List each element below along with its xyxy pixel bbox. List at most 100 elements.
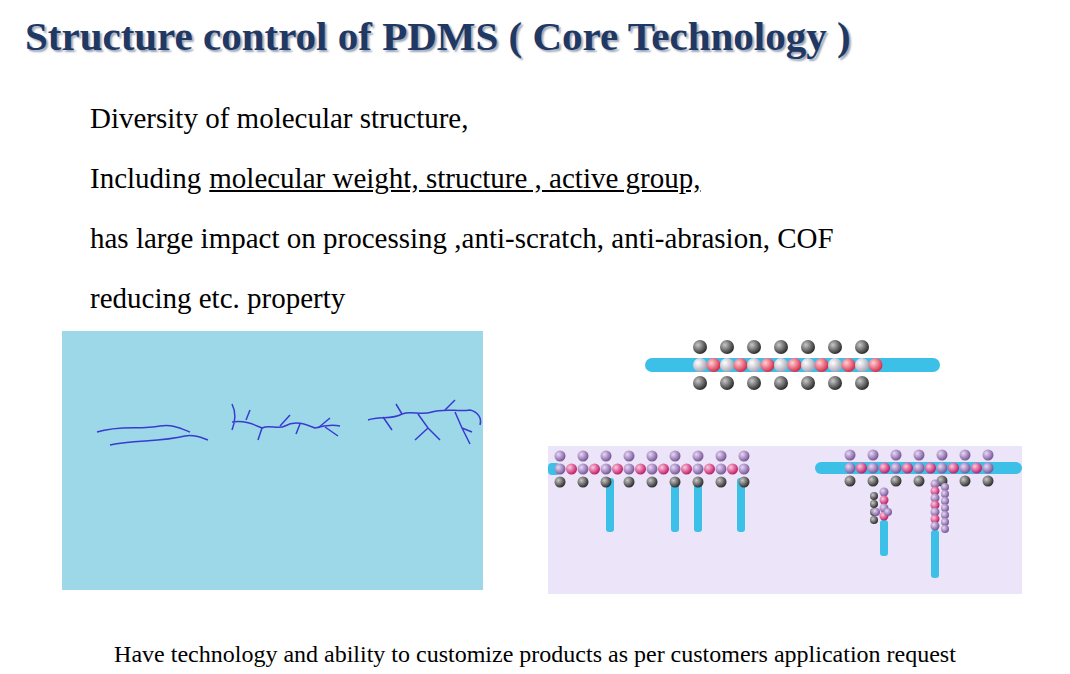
atom: [941, 518, 949, 526]
atom: [801, 358, 815, 372]
atom: [747, 376, 761, 390]
atom: [578, 464, 589, 475]
atom: [815, 358, 829, 372]
atom: [941, 490, 949, 498]
atom: [880, 488, 889, 497]
atom: [774, 358, 788, 372]
atom: [884, 508, 892, 516]
atom: [937, 463, 948, 474]
body-line: Diversity of molecular structure,: [90, 102, 469, 135]
atom: [647, 451, 658, 462]
atom: [693, 464, 704, 475]
atom: [707, 358, 721, 372]
atom: [870, 492, 878, 500]
atom: [555, 477, 566, 488]
atom: [914, 476, 925, 487]
atom: [868, 463, 879, 474]
atom: [941, 504, 949, 512]
atom: [828, 340, 842, 354]
atom: [931, 522, 940, 531]
body-line: has large impact on processing ,anti-scr…: [90, 222, 834, 255]
atom: [842, 358, 856, 372]
atom: [739, 451, 750, 462]
atom: [720, 376, 734, 390]
atom: [739, 477, 750, 488]
atom: [925, 463, 936, 474]
atom: [879, 463, 890, 474]
atom: [960, 450, 971, 461]
atom: [855, 358, 869, 372]
atom: [891, 476, 902, 487]
atom: [670, 477, 681, 488]
atom: [612, 464, 623, 475]
body-text: Including: [90, 162, 201, 194]
caption: Have technology and ability to customize…: [114, 641, 956, 668]
atom: [941, 511, 949, 519]
atom: [601, 477, 612, 488]
atom: [774, 340, 788, 354]
atom: [902, 463, 913, 474]
atom: [914, 450, 925, 461]
atom: [693, 451, 704, 462]
body-line: reducing etc. property: [90, 282, 345, 315]
atom: [635, 464, 646, 475]
atom: [941, 525, 949, 533]
chain-sketch: [97, 400, 481, 445]
atom: [948, 463, 959, 474]
atom: [555, 464, 566, 475]
atom: [720, 358, 734, 372]
atom: [868, 476, 879, 487]
atom: [941, 483, 949, 491]
atom: [801, 376, 815, 390]
atom: [589, 464, 600, 475]
panel: [62, 331, 483, 590]
atom: [555, 451, 566, 462]
atom: [693, 376, 707, 390]
atom: [761, 358, 775, 372]
atom: [601, 451, 612, 462]
atom: [856, 463, 867, 474]
atom: [566, 464, 577, 475]
atom: [983, 476, 994, 487]
atom: [855, 376, 869, 390]
atom: [747, 358, 761, 372]
atom: [983, 463, 994, 474]
atom: [601, 464, 612, 475]
atom: [693, 477, 704, 488]
atom: [880, 496, 889, 505]
atom: [647, 464, 658, 475]
atom: [670, 451, 681, 462]
end-group: [548, 358, 1022, 578]
atom: [937, 450, 948, 461]
body-line: Includingmolecular weight, structure , a…: [90, 162, 700, 195]
atom: [578, 451, 589, 462]
atom: [693, 358, 707, 372]
atom: [960, 476, 971, 487]
atom: [704, 464, 715, 475]
panel: [548, 446, 1022, 594]
atom: [727, 464, 738, 475]
atom: [801, 340, 815, 354]
atom: [681, 464, 692, 475]
atom: [624, 451, 635, 462]
atom: [716, 477, 727, 488]
atom: [971, 463, 982, 474]
atom: [788, 358, 802, 372]
atom: [845, 476, 856, 487]
atom: [658, 464, 669, 475]
atom: [670, 464, 681, 475]
atom: [647, 477, 658, 488]
atom: [774, 376, 788, 390]
atom: [624, 464, 635, 475]
atom: [828, 358, 842, 372]
atom: [983, 450, 994, 461]
underlined-text: molecular weight, structure , active gro…: [209, 162, 700, 194]
atom: [828, 376, 842, 390]
atom: [845, 450, 856, 461]
atom: [578, 477, 589, 488]
atom: [739, 464, 750, 475]
atom: [720, 340, 734, 354]
atom: [891, 463, 902, 474]
atom: [870, 500, 878, 508]
atom: [870, 516, 878, 524]
